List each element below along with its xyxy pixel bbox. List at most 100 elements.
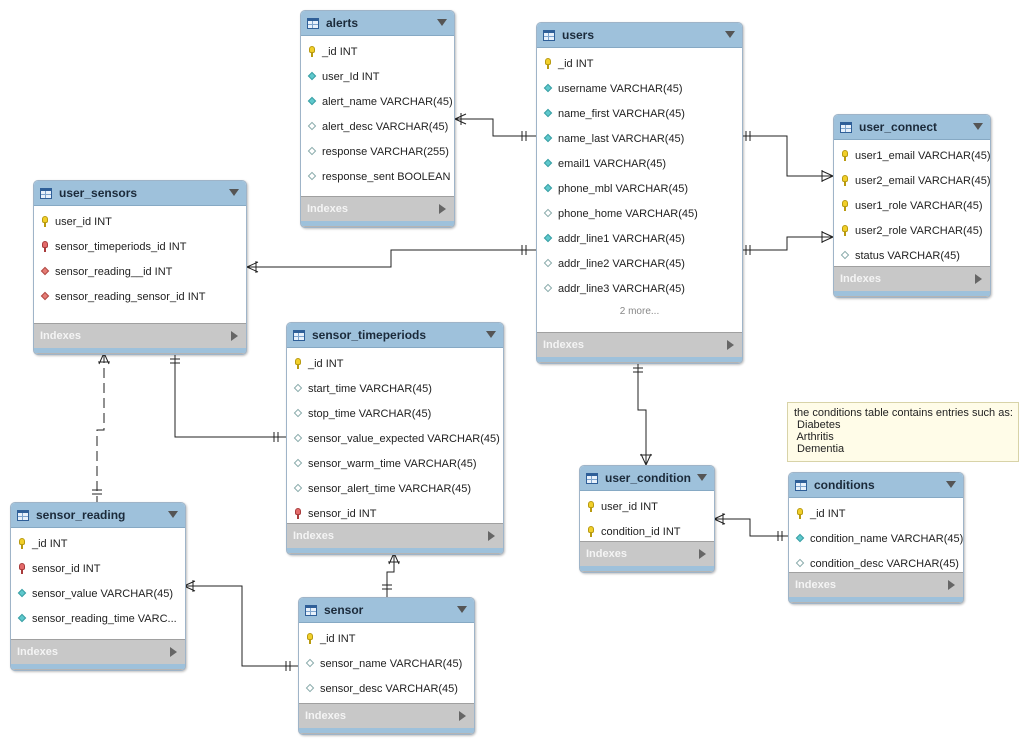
chevron-down-icon[interactable]	[697, 474, 707, 481]
column-row[interactable]: email1 VARCHAR(45)	[537, 151, 742, 176]
chevron-down-icon[interactable]	[946, 481, 956, 488]
chevron-right-icon[interactable]	[699, 549, 706, 559]
indexes-section[interactable]: Indexes	[11, 639, 185, 670]
table-name: conditions	[814, 478, 875, 492]
column-row[interactable]: _id INT	[299, 626, 474, 651]
column-row[interactable]: sensor_reading_sensor_id INT	[34, 284, 246, 309]
column-row[interactable]: sensor_warm_time VARCHAR(45)	[287, 451, 503, 476]
column-row[interactable]: sensor_alert_time VARCHAR(45)	[287, 476, 503, 501]
chevron-right-icon[interactable]	[488, 531, 495, 541]
chevron-right-icon[interactable]	[948, 580, 955, 590]
column-row[interactable]: user2_email VARCHAR(45)	[834, 168, 990, 193]
column-row[interactable]: sensor_desc VARCHAR(45)	[299, 676, 474, 701]
table-sensor[interactable]: sensor _id INT sensor_name VARCHAR(45) s…	[298, 597, 475, 735]
column-row[interactable]: username VARCHAR(45)	[537, 76, 742, 101]
table-header[interactable]: sensor_reading	[11, 503, 185, 528]
indexes-section[interactable]: Indexes	[537, 332, 742, 363]
indexes-section[interactable]: Indexes	[834, 266, 990, 297]
column-row[interactable]: addr_line2 VARCHAR(45)	[537, 251, 742, 276]
indexes-section[interactable]: Indexes	[789, 572, 963, 603]
chevron-right-icon[interactable]	[727, 340, 734, 350]
column-row[interactable]: sensor_id INT	[11, 556, 185, 581]
table-sensor-reading[interactable]: sensor_reading _id INT sensor_id INT sen…	[10, 502, 186, 671]
table-user-connect[interactable]: user_connect user1_email VARCHAR(45) use…	[833, 114, 991, 298]
table-conditions[interactable]: conditions _id INT condition_name VARCHA…	[788, 472, 964, 604]
table-header[interactable]: user_connect	[834, 115, 990, 140]
column-row[interactable]: addr_line1 VARCHAR(45)	[537, 226, 742, 251]
indexes-section[interactable]: Indexes	[287, 523, 503, 554]
column-row[interactable]: _id INT	[287, 351, 503, 376]
column-row[interactable]: condition_id INT	[580, 519, 714, 544]
diagram-note[interactable]: the conditions table contains entries su…	[787, 402, 1019, 462]
column-row[interactable]: phone_mbl VARCHAR(45)	[537, 176, 742, 201]
table-name: user_condition	[605, 471, 692, 485]
column-row[interactable]: sensor_id INT	[287, 501, 503, 526]
chevron-down-icon[interactable]	[457, 606, 467, 613]
column-row[interactable]: response_sent BOOLEAN	[301, 164, 454, 189]
column-row[interactable]: _id INT	[301, 39, 454, 64]
more-columns-link[interactable]: 2 more...	[619, 306, 660, 317]
diamond-icon	[307, 96, 318, 107]
table-alerts[interactable]: alerts _id INT user_Id INT alert_name VA…	[300, 10, 455, 228]
chevron-right-icon[interactable]	[231, 331, 238, 341]
indexes-section[interactable]: Indexes	[301, 196, 454, 227]
column-row[interactable]: sensor_name VARCHAR(45)	[299, 651, 474, 676]
column-row[interactable]: user_Id INT	[301, 64, 454, 89]
column-row[interactable]: sensor_reading_time VARC...	[11, 606, 185, 631]
column-row[interactable]: name_last VARCHAR(45)	[537, 126, 742, 151]
column-row[interactable]: _id INT	[11, 531, 185, 556]
column-row[interactable]: _id INT	[789, 501, 963, 526]
column-row[interactable]: stop_time VARCHAR(45)	[287, 401, 503, 426]
chevron-right-icon[interactable]	[439, 204, 446, 214]
table-header[interactable]: conditions	[789, 473, 963, 498]
column-row[interactable]: user_id INT	[580, 494, 714, 519]
column-row[interactable]: phone_home VARCHAR(45)	[537, 201, 742, 226]
diamond-icon	[543, 258, 554, 269]
column-row[interactable]: sensor_reading__id INT	[34, 259, 246, 284]
table-sensor-timeperiods[interactable]: sensor_timeperiods _id INT start_time VA…	[286, 322, 504, 555]
chevron-down-icon[interactable]	[168, 511, 178, 518]
indexes-label: Indexes	[840, 273, 881, 285]
table-header[interactable]: users	[537, 23, 742, 48]
indexes-section[interactable]: Indexes	[580, 541, 714, 572]
column-row[interactable]: response VARCHAR(255)	[301, 139, 454, 164]
diamond-icon	[543, 133, 554, 144]
indexes-section[interactable]: Indexes	[299, 703, 474, 734]
chevron-down-icon[interactable]	[725, 31, 735, 38]
column-row[interactable]: condition_name VARCHAR(45)	[789, 526, 963, 551]
table-header[interactable]: sensor	[299, 598, 474, 623]
column-row[interactable]: _id INT	[537, 51, 742, 76]
chevron-down-icon[interactable]	[229, 189, 239, 196]
column-row[interactable]: user1_email VARCHAR(45)	[834, 143, 990, 168]
column-row[interactable]: status VARCHAR(45)	[834, 243, 990, 268]
column-row[interactable]: sensor_value VARCHAR(45)	[11, 581, 185, 606]
chevron-right-icon[interactable]	[459, 711, 466, 721]
chevron-down-icon[interactable]	[973, 123, 983, 130]
indexes-section[interactable]: Indexes	[34, 323, 246, 354]
table-header[interactable]: user_sensors	[34, 181, 246, 206]
chevron-right-icon[interactable]	[975, 274, 982, 284]
table-user-sensors[interactable]: user_sensors user_id INT sensor_timeperi…	[33, 180, 247, 355]
column-row[interactable]: name_first VARCHAR(45)	[537, 101, 742, 126]
column-row[interactable]: user_id INT	[34, 209, 246, 234]
column-row[interactable]: alert_desc VARCHAR(45)	[301, 114, 454, 139]
table-name: user_connect	[859, 120, 938, 134]
table-header[interactable]: user_condition	[580, 466, 714, 491]
column-row[interactable]: sensor_timeperiods_id INT	[34, 234, 246, 259]
table-users[interactable]: users _id INT username VARCHAR(45) name_…	[536, 22, 743, 364]
table-header[interactable]: sensor_timeperiods	[287, 323, 503, 348]
diamond-icon	[40, 291, 51, 302]
column-row[interactable]: condition_desc VARCHAR(45)	[789, 551, 963, 576]
column-row[interactable]: user1_role VARCHAR(45)	[834, 193, 990, 218]
column-row[interactable]: addr_line3 VARCHAR(45)	[537, 276, 742, 301]
table-user-condition[interactable]: user_condition user_id INT condition_id …	[579, 465, 715, 573]
column-row[interactable]: user2_role VARCHAR(45)	[834, 218, 990, 243]
chevron-down-icon[interactable]	[486, 331, 496, 338]
column-row[interactable]: sensor_value_expected VARCHAR(45)	[287, 426, 503, 451]
table-header[interactable]: alerts	[301, 11, 454, 36]
table-icon	[305, 604, 317, 616]
column-row[interactable]: alert_name VARCHAR(45)	[301, 89, 454, 114]
chevron-right-icon[interactable]	[170, 647, 177, 657]
column-row[interactable]: start_time VARCHAR(45)	[287, 376, 503, 401]
chevron-down-icon[interactable]	[437, 19, 447, 26]
